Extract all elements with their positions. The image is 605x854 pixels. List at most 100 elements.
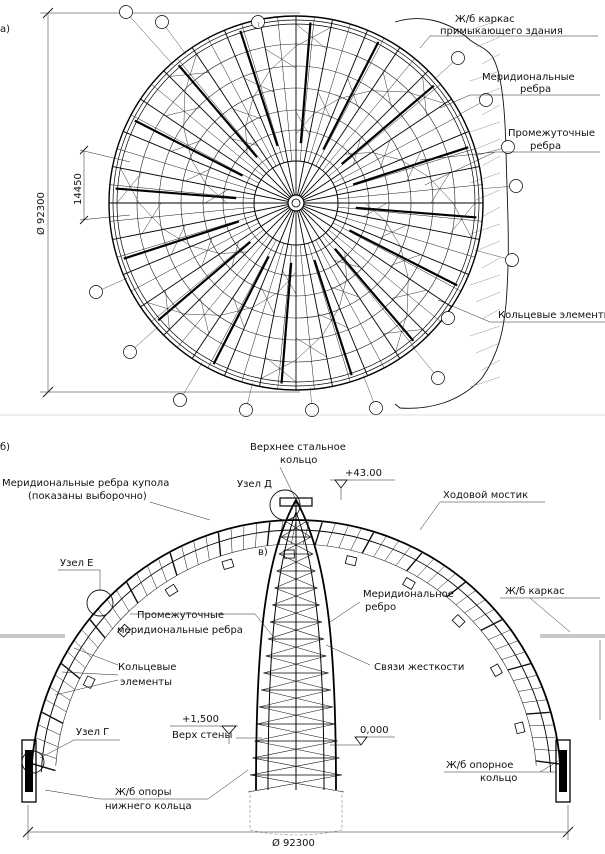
hatch-line xyxy=(475,240,501,252)
rib-lattice-member xyxy=(526,711,550,715)
intermediate-rib xyxy=(109,184,255,200)
bracing xyxy=(295,111,310,136)
rib-brace xyxy=(252,757,342,776)
node-callout xyxy=(441,311,455,325)
rib-brace xyxy=(270,604,320,623)
rib-brace xyxy=(267,621,322,640)
rib-brace xyxy=(278,553,316,572)
meridional-rib xyxy=(297,210,333,387)
node-callout xyxy=(123,345,137,359)
rib-brace xyxy=(250,774,345,793)
node-callout xyxy=(431,371,445,385)
rib-lattice-member xyxy=(501,651,525,660)
bracing xyxy=(430,172,451,204)
intermediate-rib xyxy=(336,148,476,192)
bracing xyxy=(334,260,361,268)
bracing xyxy=(344,251,347,279)
bracing xyxy=(383,329,423,334)
callout-leader xyxy=(458,102,481,116)
label-ring-1: Кольцевые xyxy=(118,662,176,673)
hatch-line xyxy=(475,36,501,48)
bracing xyxy=(330,286,359,298)
bracing xyxy=(371,152,401,160)
bracing xyxy=(201,237,213,266)
label-rc-supports-1: Ж/б опоры xyxy=(115,787,172,798)
bracing xyxy=(171,224,186,255)
rib-lattice-member xyxy=(45,699,67,713)
rib-lattice-member xyxy=(74,640,92,658)
hatch-line xyxy=(469,223,501,235)
callout-leader xyxy=(412,346,435,374)
meridional-rib xyxy=(224,30,294,196)
walkway-segment xyxy=(451,613,466,628)
bracing xyxy=(313,98,340,114)
hatch-line xyxy=(481,308,501,320)
rib-brace xyxy=(254,740,340,759)
label-top-ring-1: Верхнее стальное xyxy=(250,442,346,453)
panel-label-b: б) xyxy=(0,442,10,453)
node-callout xyxy=(369,401,383,415)
callout-leader xyxy=(433,62,454,80)
node-callout xyxy=(155,15,169,29)
hatch-line xyxy=(481,104,501,116)
callout-leader xyxy=(310,387,312,404)
hatch-line xyxy=(481,359,501,371)
rib-lattice-member xyxy=(36,737,59,747)
intermediate-rib xyxy=(315,37,385,167)
plan-diameter-dimension: Ø 92300 xyxy=(35,7,300,398)
rib-lattice-member xyxy=(61,663,81,680)
intermediate-rib xyxy=(299,16,315,162)
rc-support xyxy=(555,739,571,803)
intermediate-rib xyxy=(322,235,415,348)
rib-lattice-member xyxy=(107,600,121,620)
rib-brace xyxy=(281,519,309,538)
rib-lattice-member xyxy=(507,662,531,671)
node-callout xyxy=(479,93,493,107)
bracing xyxy=(204,189,229,204)
bracing xyxy=(428,176,454,204)
rib-lattice-member xyxy=(116,590,130,612)
bracing xyxy=(200,298,210,334)
callout-leader xyxy=(474,249,506,259)
rib-brace xyxy=(247,774,342,793)
rib-lattice-member xyxy=(217,532,222,557)
hatch-line xyxy=(469,70,501,82)
intermediate-rib xyxy=(207,239,277,369)
intermediate-rib xyxy=(130,114,260,184)
section-callouts: Верхнее стальное кольцо +43.00 Меридиона… xyxy=(2,442,600,849)
rib-lattice-member xyxy=(361,532,375,554)
rib-lattice-member xyxy=(326,523,336,547)
hatch-line xyxy=(469,121,501,133)
rib-lattice-member xyxy=(472,609,494,622)
rib-lattice-member xyxy=(480,619,503,632)
rib-brace xyxy=(263,655,327,674)
label-meridional-ribs-1: Меридиональные ребра купола xyxy=(2,478,169,489)
node-callout xyxy=(451,51,465,65)
segment-dimension: 14450 xyxy=(73,145,131,225)
label-elev-top: +43.00 xyxy=(345,468,382,479)
bracing xyxy=(400,246,409,279)
intermediate-rib xyxy=(328,229,441,322)
intermediate-rib xyxy=(277,16,293,162)
bracing xyxy=(260,286,275,314)
bracing xyxy=(339,90,372,99)
top-ring-inner xyxy=(291,198,301,208)
bracing xyxy=(138,202,164,230)
bracing xyxy=(171,139,203,152)
bracing xyxy=(406,277,409,315)
rib-lattice-member xyxy=(416,559,434,577)
rib-brace xyxy=(259,706,336,725)
bracing xyxy=(344,152,372,155)
bracing xyxy=(120,167,140,204)
rib-brace xyxy=(272,587,318,606)
intermediate-rib xyxy=(116,148,256,192)
callout-leader xyxy=(134,326,159,348)
meridional-rib xyxy=(123,131,289,201)
intermediate-rib xyxy=(241,243,285,383)
rib-lattice-member xyxy=(373,536,387,557)
label-bracing: Связи жесткости xyxy=(374,662,464,673)
callout-leader xyxy=(363,375,374,403)
rib-lattice-member xyxy=(38,724,61,736)
